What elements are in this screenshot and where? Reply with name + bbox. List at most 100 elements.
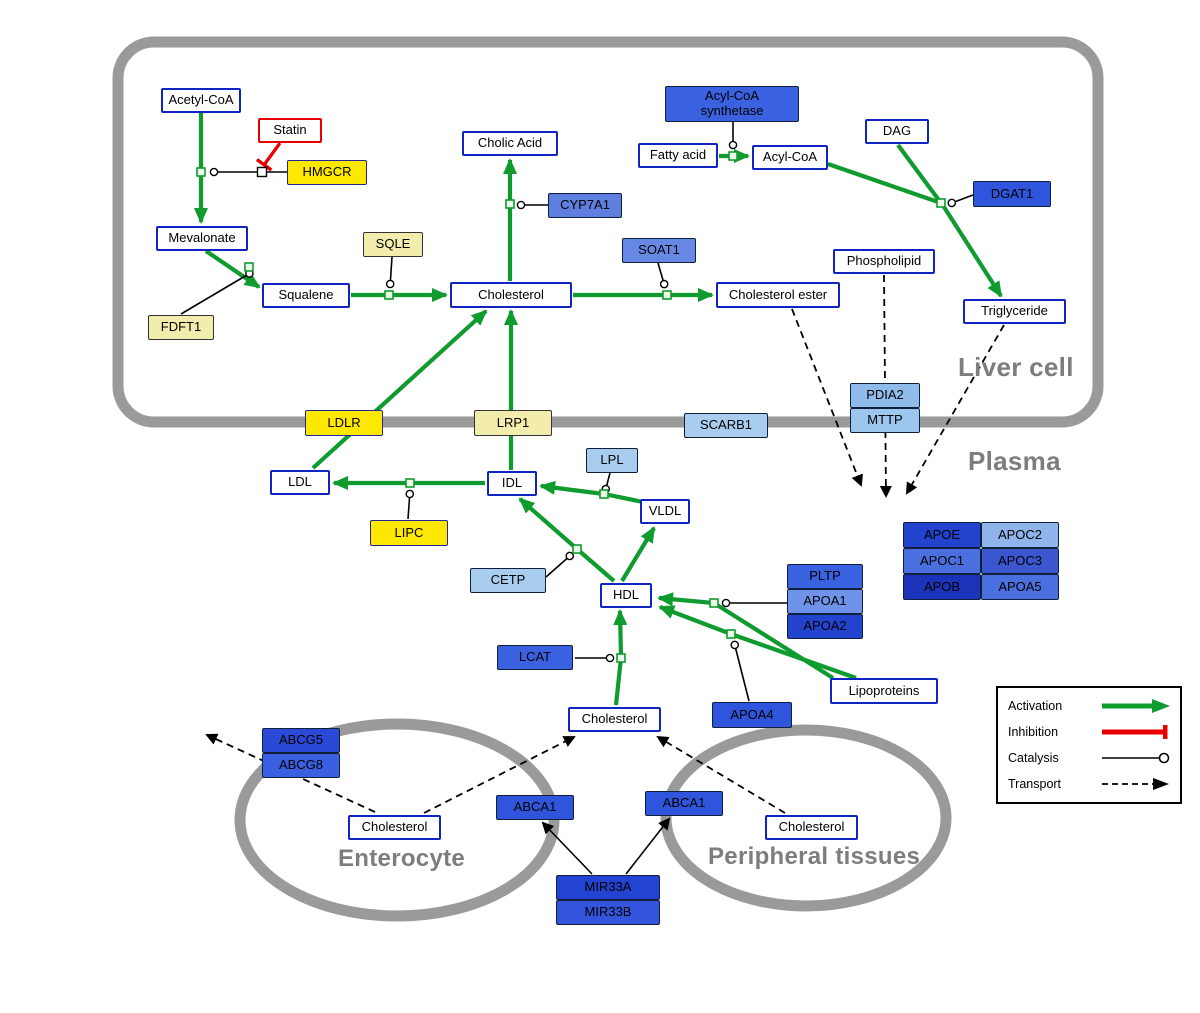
node-acetyl-coa[interactable]: Acetyl-CoA: [161, 88, 241, 113]
node-ldlr[interactable]: LDLR: [305, 410, 383, 436]
node-label: LCAT: [518, 649, 552, 665]
node-hmgcr[interactable]: HMGCR: [287, 160, 367, 185]
node-label: LRP1: [496, 414, 530, 430]
node-apoe[interactable]: APOE: [903, 522, 981, 548]
liver-cell-label: Liver cell: [958, 352, 1074, 382]
node-apoc1[interactable]: APOC1: [903, 548, 981, 574]
node-phospholipid[interactable]: Phospholipid: [833, 249, 935, 274]
node-idl[interactable]: IDL: [487, 471, 537, 496]
node-fdft1[interactable]: FDFT1: [148, 315, 214, 340]
node-abcg5[interactable]: ABCG5: [262, 728, 340, 753]
activation-arrow-icon: [1102, 698, 1170, 713]
node-mir33a[interactable]: MIR33A: [556, 875, 660, 900]
node-label: Fatty acid: [649, 147, 707, 163]
node-lipc[interactable]: LIPC: [370, 520, 448, 546]
node-label: APOC2: [997, 526, 1043, 542]
node-cyp7a1[interactable]: CYP7A1: [548, 193, 622, 218]
node-label: Cholesterol: [581, 711, 648, 727]
node-label: Acyl-CoA: [762, 149, 818, 165]
inhibition-tbar-icon: [1102, 724, 1168, 739]
node-cholesterol-peripheral[interactable]: Cholesterol: [765, 815, 858, 840]
node-label: IDL: [501, 475, 523, 491]
node-mttp[interactable]: MTTP: [850, 408, 920, 433]
legend-transport-label: Transport: [1008, 777, 1062, 792]
node-fatty-acid[interactable]: Fatty acid: [638, 143, 718, 168]
node-mir33b[interactable]: MIR33B: [556, 900, 660, 925]
node-cetp[interactable]: CETP: [470, 568, 546, 593]
node-label: ABCG8: [278, 757, 324, 773]
node-cholesterol-enterocyte[interactable]: Cholesterol: [348, 815, 441, 840]
node-label: PLTP: [809, 568, 841, 584]
node-acyl-coa[interactable]: Acyl-CoA: [752, 145, 828, 170]
legend-inhibition-label: Inhibition: [1008, 724, 1059, 739]
node-apob[interactable]: APOB: [903, 574, 981, 600]
node-abca1-left[interactable]: ABCA1: [496, 795, 574, 820]
node-label: Phospholipid: [846, 253, 922, 269]
node-pltp[interactable]: PLTP: [787, 564, 863, 589]
node-dag[interactable]: DAG: [865, 119, 929, 144]
node-statin[interactable]: Statin: [258, 118, 322, 143]
node-apoa2[interactable]: APOA2: [787, 614, 863, 639]
node-hdl[interactable]: HDL: [600, 583, 652, 608]
node-cholesterol-ester[interactable]: Cholesterol ester: [716, 282, 840, 308]
node-apoa1[interactable]: APOA1: [787, 589, 863, 614]
node-label: HMGCR: [302, 164, 352, 180]
node-abcg8[interactable]: ABCG8: [262, 753, 340, 778]
node-apoc2[interactable]: APOC2: [981, 522, 1059, 548]
node-label: SCARB1: [699, 417, 753, 433]
legend-row-catalysis: Catalysis: [1008, 747, 1172, 770]
node-cholesterol-liver[interactable]: Cholesterol: [450, 282, 572, 308]
node-label: APOE: [923, 526, 961, 542]
node-label: APOB: [923, 578, 961, 594]
node-ldl[interactable]: LDL: [270, 470, 330, 495]
node-apoa4[interactable]: APOA4: [712, 702, 792, 728]
node-label: VLDL: [648, 503, 682, 519]
node-label: Acetyl-CoA: [168, 92, 234, 108]
node-soat1[interactable]: SOAT1: [622, 238, 696, 263]
node-label: FDFT1: [160, 319, 202, 335]
node-lrp1[interactable]: LRP1: [474, 410, 552, 436]
legend-row-activation: Activation: [1008, 694, 1172, 717]
node-label: HDL: [612, 587, 639, 603]
node-acyl-coa-synthetase[interactable]: Acyl-CoA synthetase: [665, 86, 799, 122]
legend-row-inhibition: Inhibition: [1008, 720, 1172, 743]
node-lpl[interactable]: LPL: [586, 448, 638, 473]
node-apoc3[interactable]: APOC3: [981, 548, 1059, 574]
node-label: ABCG5: [278, 732, 324, 748]
node-mevalonate[interactable]: Mevalonate: [156, 226, 248, 251]
node-label: APOA1: [803, 593, 847, 609]
node-cholesterol-center[interactable]: Cholesterol: [568, 707, 661, 732]
node-vldl[interactable]: VLDL: [640, 499, 690, 524]
node-scarb1[interactable]: SCARB1: [684, 413, 768, 438]
compartment-shapes: [112, 36, 1104, 922]
node-abca1-right[interactable]: ABCA1: [645, 791, 723, 816]
catalysis-circle-icon: [1102, 752, 1170, 764]
node-label: ABCA1: [513, 799, 557, 815]
node-label: Statin: [273, 122, 307, 138]
node-dgat1[interactable]: DGAT1: [973, 181, 1051, 207]
node-sqle[interactable]: SQLE: [363, 232, 423, 257]
peripheral-tissues-label: Peripheral tissues: [708, 843, 921, 870]
node-label: SOAT1: [638, 242, 680, 258]
node-squalene[interactable]: Squalene: [262, 283, 350, 308]
node-triglyceride[interactable]: Triglyceride: [963, 299, 1066, 324]
node-lipoproteins[interactable]: Lipoproteins: [830, 678, 938, 704]
node-label: LPL: [600, 452, 624, 468]
node-label: Cholesterol ester: [728, 286, 828, 302]
node-label: LDLR: [327, 414, 361, 430]
legend-row-transport: Transport: [1008, 773, 1172, 796]
node-label: APOA2: [803, 618, 847, 634]
node-apoa5[interactable]: APOA5: [981, 574, 1059, 600]
node-label: Lipoproteins: [848, 682, 920, 698]
node-label: APOC3: [997, 552, 1043, 568]
node-cholic-acid[interactable]: Cholic Acid: [462, 131, 558, 156]
enterocyte-label: Enterocyte: [338, 845, 466, 872]
node-label: MIR33B: [584, 904, 632, 920]
regulation-edges: [541, 817, 671, 875]
node-label: ABCA1: [662, 795, 706, 811]
node-label: APOC1: [919, 552, 965, 568]
node-lcat[interactable]: LCAT: [497, 645, 573, 670]
node-pdia2[interactable]: PDIA2: [850, 383, 920, 408]
